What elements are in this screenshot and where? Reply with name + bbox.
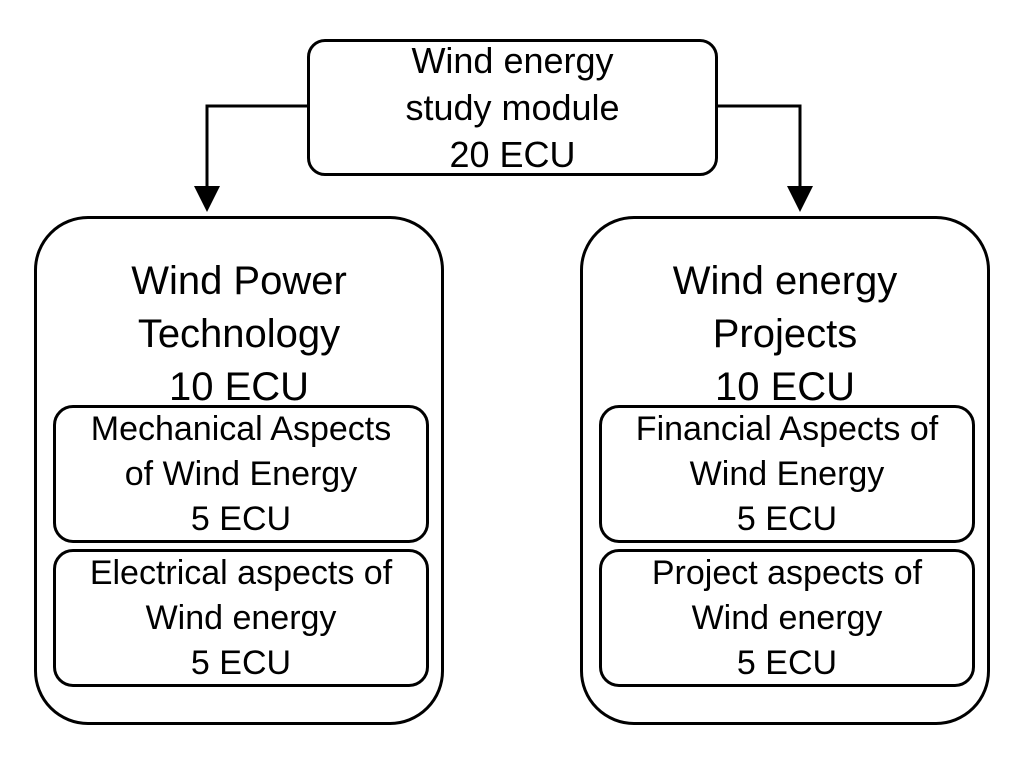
course-title-line-1: Project aspects of (651, 553, 923, 592)
course-title-line-1: Mechanical Aspects (90, 409, 392, 448)
group-credits: 10 ECU (714, 365, 856, 409)
group-title-line-1: Wind energy (672, 259, 898, 303)
group-credits: 10 ECU (168, 365, 310, 409)
root-credits: 20 ECU (449, 134, 576, 175)
course-title-line-2: Wind energy (691, 598, 883, 637)
wind-energy-projects-group: Wind energy Projects 10 ECU Financial As… (580, 216, 990, 725)
course-credits: 5 ECU (190, 499, 292, 538)
course-project-aspects: Project aspects of Wind energy 5 ECU (599, 549, 975, 687)
root-title-line-2: study module (405, 87, 620, 128)
course-credits: 5 ECU (190, 643, 292, 682)
course-title-line-2: of Wind Energy (124, 454, 358, 493)
course-title-line-1: Electrical aspects of (89, 553, 393, 592)
connector-left (205, 104, 307, 190)
course-title-line-1: Financial Aspects of (635, 409, 939, 448)
course-mechanical-aspects: Mechanical Aspects of Wind Energy 5 ECU (53, 405, 429, 543)
course-title-line-2: Wind energy (145, 598, 337, 637)
root-title-line-1: Wind energy (411, 40, 614, 81)
group-title-line-2: Technology (137, 312, 341, 356)
course-title-line-2: Wind Energy (689, 454, 885, 493)
connector-right (718, 104, 802, 190)
wind-power-technology-group: Wind Power Technology 10 ECU Mechanical … (34, 216, 444, 725)
course-credits: 5 ECU (736, 643, 838, 682)
group-title-line-1: Wind Power (131, 259, 347, 303)
arrowhead-right (787, 186, 813, 212)
study-module-box: Wind energy study module 20 ECU (307, 39, 718, 176)
course-financial-aspects: Financial Aspects of Wind Energy 5 ECU (599, 405, 975, 543)
course-electrical-aspects: Electrical aspects of Wind energy 5 ECU (53, 549, 429, 687)
arrowhead-left (194, 186, 220, 212)
course-credits: 5 ECU (736, 499, 838, 538)
group-title-line-2: Projects (712, 312, 858, 356)
